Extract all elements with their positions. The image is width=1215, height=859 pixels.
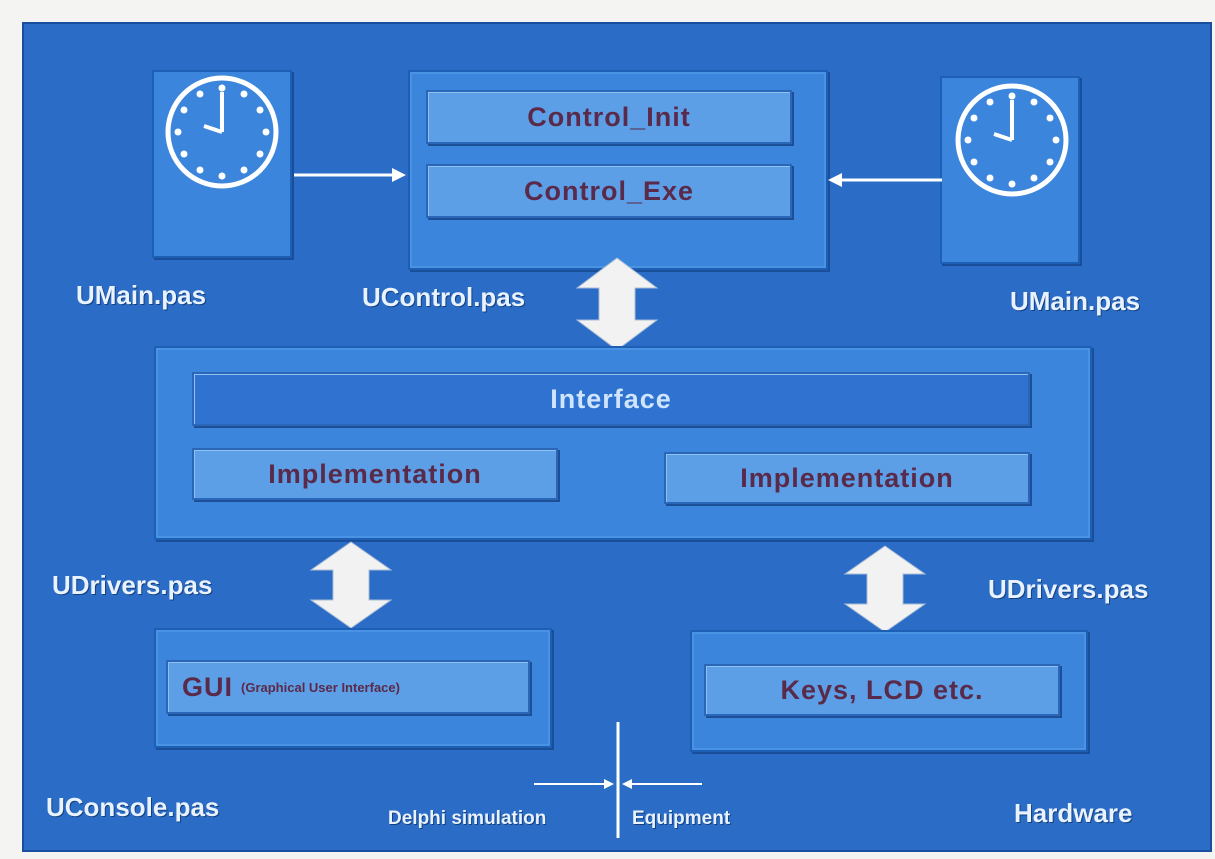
keys-lcd-bar: Keys, LCD etc. [704,664,1060,716]
console-panel: GUI (Graphical User Interface) [154,628,552,748]
drivers-hardware-double-arrow [843,545,927,633]
gui-sub-text: (Graphical User Interface) [241,679,400,695]
interface-bar: Interface [192,372,1030,426]
gui-main-text: GUI [182,671,234,702]
left-udrivers-label: UDrivers.pas [52,570,213,600]
clock-icon [165,75,279,189]
control-init-bar: Control_Init [426,90,792,144]
equipment-label: Equipment [632,808,731,829]
control-panel: Control_Init Control_Exe [408,70,828,270]
control-exe-bar: Control_Exe [426,164,792,218]
drivers-panel: Interface Implementation Implementation [154,346,1092,540]
uconsole-label: UConsole.pas [46,792,220,822]
hardware-label: Hardware [1014,798,1133,828]
gui-bar: GUI (Graphical User Interface) [166,660,530,714]
control-drivers-double-arrow [575,257,659,351]
right-timer-box [940,76,1080,264]
right-udrivers-label: UDrivers.pas [988,574,1149,604]
sim-equipment-divider [534,722,702,838]
implementation-left-bar: Implementation [192,448,558,500]
left-clock-arrow [294,168,406,182]
ucontrol-label: UControl.pas [362,282,526,312]
right-clock-arrow [828,173,942,187]
right-umain-label: UMain.pas [1010,286,1141,316]
left-timer-box [152,70,292,258]
left-umain-label: UMain.pas [76,280,207,310]
hardware-panel: Keys, LCD etc. [690,630,1088,752]
implementation-right-bar: Implementation [664,452,1030,504]
delphi-simulation-label: Delphi simulation [388,808,547,829]
clock-icon [955,83,1069,197]
drivers-console-double-arrow [309,541,393,629]
